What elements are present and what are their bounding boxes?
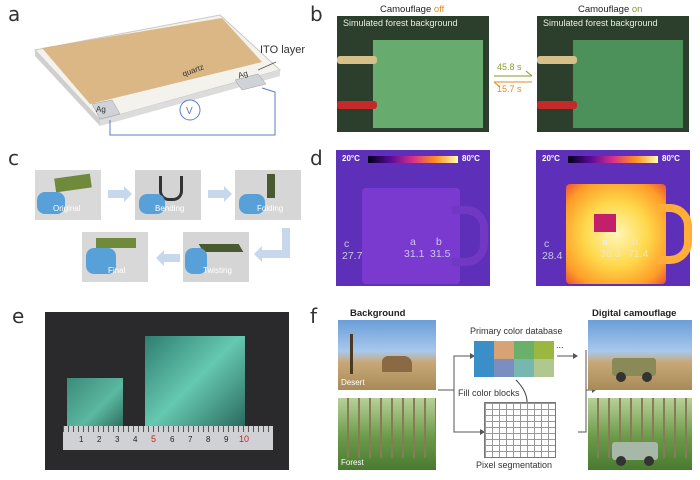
forest-background-label-off: Simulated forest background xyxy=(343,18,458,28)
background-title: Background xyxy=(350,308,406,319)
ruler-3: 3 xyxy=(115,435,120,444)
ruler: 1 2 3 4 5 6 7 8 9 10 xyxy=(63,426,273,450)
time-back: 15.7 s xyxy=(497,84,522,94)
desert-camouflage-result xyxy=(588,320,692,390)
photo-camouflage-off: Simulated forest background xyxy=(337,16,489,132)
primary-color-database-label: Primary color database xyxy=(470,326,563,336)
step-original-label: Original xyxy=(53,204,81,213)
ruler-10: 10 xyxy=(239,434,250,444)
on-c-id: c xyxy=(544,238,550,250)
off-c-value: 27.7 xyxy=(342,250,363,262)
panel-label-e: e xyxy=(12,304,25,328)
ruler-9: 9 xyxy=(224,435,229,444)
pixel-segmentation-label: Pixel segmentation xyxy=(476,460,553,470)
off-a-id: a xyxy=(410,236,416,248)
panel-label-f: f xyxy=(310,304,318,328)
switch-arrows xyxy=(493,70,533,88)
ruler-8: 8 xyxy=(206,435,211,444)
step-twisting-photo: Twisting xyxy=(183,232,249,282)
ruler-7: 7 xyxy=(188,435,193,444)
step-folding-photo: Folding xyxy=(235,170,301,220)
time-forward: 45.8 s xyxy=(497,62,522,72)
thermal-min-on: 20°C xyxy=(542,154,560,163)
palette-ellipsis: ... xyxy=(556,340,564,350)
forest-camouflage-result xyxy=(588,398,692,470)
palette-swatch xyxy=(534,341,554,359)
ag-label-left: Ag xyxy=(96,105,106,114)
ruler-5: 5 xyxy=(151,434,157,444)
arrow-down-connector xyxy=(282,228,290,256)
desert-photo: Desert xyxy=(338,320,436,390)
camouflage-off-state: off xyxy=(433,4,445,15)
step-final-label: Final xyxy=(108,266,126,275)
ito-layer-label: ITO layer xyxy=(260,44,306,56)
forest-background-label-on: Simulated forest background xyxy=(543,18,658,28)
step-bending-photo: Bending xyxy=(135,170,201,220)
forest-label: Forest xyxy=(341,458,364,467)
camouflage-off-prefix: Camouflage xyxy=(380,4,434,15)
thermal-image-on: 20°C 80°C c 28.4 a 36.3 b 71.4 xyxy=(536,150,692,286)
camouflage-off-title: Camouflage off xyxy=(380,4,444,15)
panel-label-c: c xyxy=(8,146,19,170)
step-original-photo: Original xyxy=(35,170,101,220)
camouflage-on-state: on xyxy=(631,4,643,15)
forest-photo: Forest xyxy=(338,398,436,470)
on-b-id: b xyxy=(632,236,638,248)
on-a-value: 36.3 xyxy=(600,248,621,260)
palette-swatch xyxy=(474,341,494,359)
camouflage-on-prefix: Camouflage xyxy=(578,4,632,15)
palette-swatch xyxy=(494,359,514,377)
panel-label-b: b xyxy=(310,2,323,26)
step-twisting-label: Twisting xyxy=(203,266,232,275)
on-c-value: 28.4 xyxy=(542,250,563,262)
thermal-max-on: 80°C xyxy=(662,154,680,163)
ruler-4: 4 xyxy=(133,435,138,444)
palette-swatch xyxy=(514,341,534,359)
off-b-value: 31.5 xyxy=(430,248,451,260)
palette-swatch xyxy=(474,359,494,377)
panel-label-d: d xyxy=(310,146,323,170)
large-film xyxy=(145,336,245,426)
voltmeter-label: V xyxy=(186,106,193,117)
digital-camouflage-title: Digital camouflage xyxy=(592,308,677,319)
panel-label-a: a xyxy=(8,2,21,26)
color-palette xyxy=(474,341,554,377)
colorbar-off xyxy=(368,156,458,163)
thermal-min-off: 20°C xyxy=(342,154,360,163)
ruler-2: 2 xyxy=(97,435,102,444)
desert-label: Desert xyxy=(341,378,365,387)
arrow-left-2 xyxy=(164,254,180,262)
photo-camouflage-on: Simulated forest background xyxy=(537,16,689,132)
thermal-image-off: 20°C 80°C c 27.7 a 31.1 b 31.5 xyxy=(336,150,490,286)
palette-swatch xyxy=(494,341,514,359)
on-a-id: a xyxy=(602,236,608,248)
off-a-value: 31.1 xyxy=(404,248,425,260)
palette-swatch xyxy=(534,359,554,377)
fill-color-blocks-label: Fill color blocks xyxy=(458,388,520,398)
pixel-grid xyxy=(484,402,556,458)
thermal-max-off: 80°C xyxy=(462,154,480,163)
step-folding-label: Folding xyxy=(257,204,284,213)
step-final-photo: Final xyxy=(82,232,148,282)
off-b-id: b xyxy=(436,236,442,248)
device-schematic: V xyxy=(34,14,282,136)
palette-swatch xyxy=(514,359,534,377)
arrow-right-1 xyxy=(108,190,124,198)
on-b-value: 71.4 xyxy=(628,248,649,260)
small-film xyxy=(67,378,123,426)
colorbar-on xyxy=(568,156,658,163)
off-c-id: c xyxy=(344,238,350,250)
arrow-right-2 xyxy=(208,190,224,198)
flexible-film-photo: 1 2 3 4 5 6 7 8 9 10 xyxy=(45,312,289,470)
ruler-1: 1 xyxy=(79,435,84,444)
camouflage-on-title: Camouflage on xyxy=(578,4,642,15)
step-bending-label: Bending xyxy=(155,204,185,213)
ruler-6: 6 xyxy=(170,435,175,444)
